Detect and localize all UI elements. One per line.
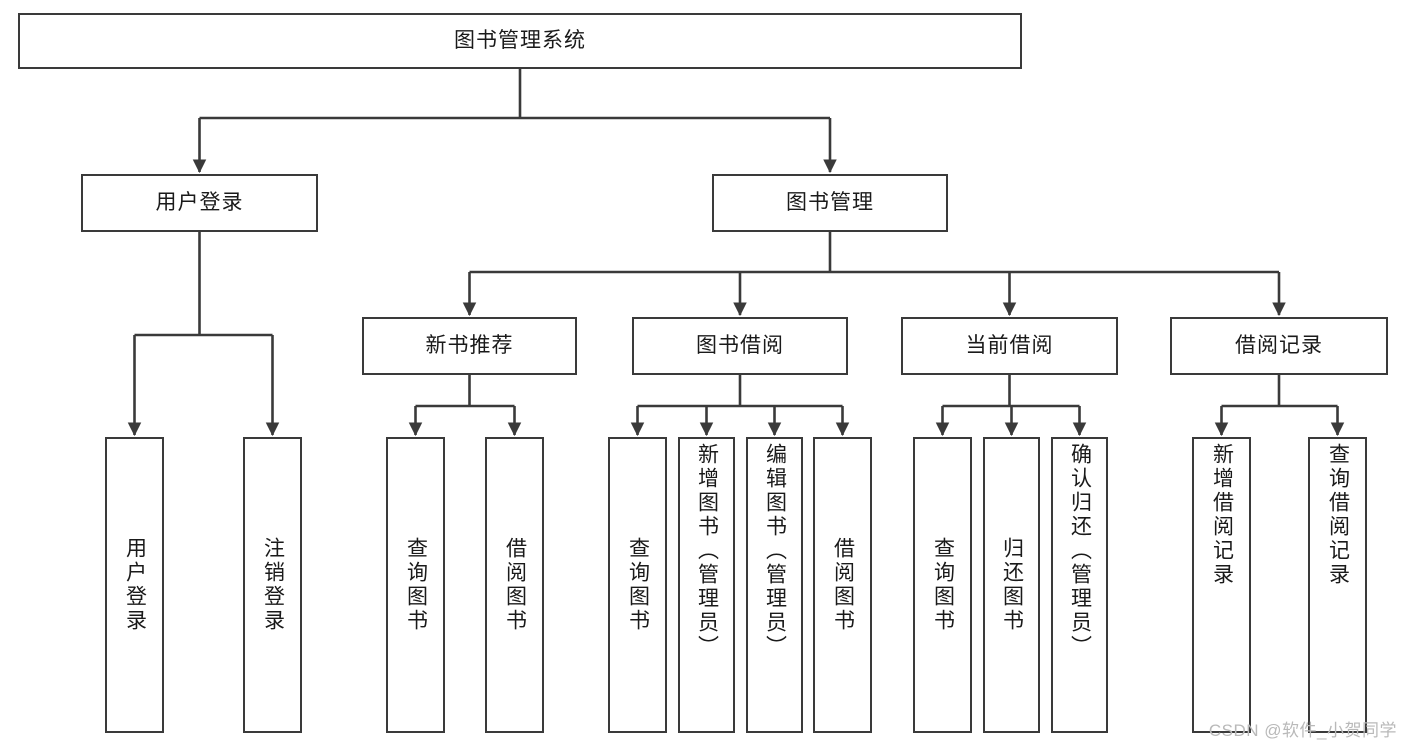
node-label-leaf-bb-add: 新增图书（管理员） — [695, 443, 719, 659]
node-leaf-rec-query[interactable]: 查询图书 — [386, 437, 445, 733]
node-borrow-record[interactable]: 借阅记录 — [1170, 317, 1388, 375]
node-root[interactable]: 图书管理系统 — [18, 13, 1022, 69]
node-book-borrow[interactable]: 图书借阅 — [632, 317, 848, 375]
node-new-book-rec[interactable]: 新书推荐 — [362, 317, 577, 375]
node-leaf-bb-edit[interactable]: 编辑图书（管理员） — [746, 437, 803, 733]
node-user-login[interactable]: 用户登录 — [81, 174, 318, 232]
node-leaf-bb-query[interactable]: 查询图书 — [608, 437, 667, 733]
node-label-leaf-br-add: 新增借阅记录 — [1210, 443, 1234, 587]
node-label-borrow-record: 借阅记录 — [1235, 334, 1323, 358]
node-leaf-br-add[interactable]: 新增借阅记录 — [1192, 437, 1251, 733]
csdn-watermark: CSDN @软件_小贺同学 — [1208, 721, 1397, 740]
node-current-borrow[interactable]: 当前借阅 — [901, 317, 1118, 375]
node-label-leaf-rec-query: 查询图书 — [404, 537, 428, 633]
node-leaf-cb-confirm[interactable]: 确认归还（管理员） — [1051, 437, 1108, 733]
node-label-leaf-br-query: 查询借阅记录 — [1326, 443, 1350, 587]
node-label-leaf-user-login: 用户登录 — [123, 537, 147, 633]
node-label-leaf-cb-return: 归还图书 — [1000, 537, 1024, 633]
node-leaf-cb-query[interactable]: 查询图书 — [913, 437, 972, 733]
node-label-new-book-rec: 新书推荐 — [425, 334, 514, 358]
node-label-user-login: 用户登录 — [155, 191, 244, 215]
node-label-leaf-cb-query: 查询图书 — [931, 537, 955, 633]
node-label-current-borrow: 当前借阅 — [965, 334, 1054, 358]
node-label-leaf-user-logout: 注销登录 — [261, 537, 285, 633]
node-label-leaf-bb-edit: 编辑图书（管理员） — [763, 443, 787, 659]
node-leaf-cb-return[interactable]: 归还图书 — [983, 437, 1040, 733]
node-leaf-user-login[interactable]: 用户登录 — [105, 437, 164, 733]
node-label-leaf-bb-query: 查询图书 — [626, 537, 650, 633]
node-leaf-bb-add[interactable]: 新增图书（管理员） — [678, 437, 735, 733]
node-label-leaf-bb-borrow: 借阅图书 — [831, 537, 855, 633]
node-label-leaf-cb-confirm: 确认归还（管理员） — [1068, 443, 1092, 659]
node-leaf-br-query[interactable]: 查询借阅记录 — [1308, 437, 1367, 733]
node-leaf-bb-borrow[interactable]: 借阅图书 — [813, 437, 872, 733]
node-label-leaf-rec-borrow: 借阅图书 — [503, 537, 527, 633]
node-book-manage[interactable]: 图书管理 — [712, 174, 948, 232]
node-label-book-borrow: 图书借阅 — [696, 334, 784, 358]
node-leaf-user-logout[interactable]: 注销登录 — [243, 437, 302, 733]
node-label-root: 图书管理系统 — [454, 29, 586, 53]
node-label-book-manage: 图书管理 — [786, 191, 874, 215]
node-leaf-rec-borrow[interactable]: 借阅图书 — [485, 437, 544, 733]
